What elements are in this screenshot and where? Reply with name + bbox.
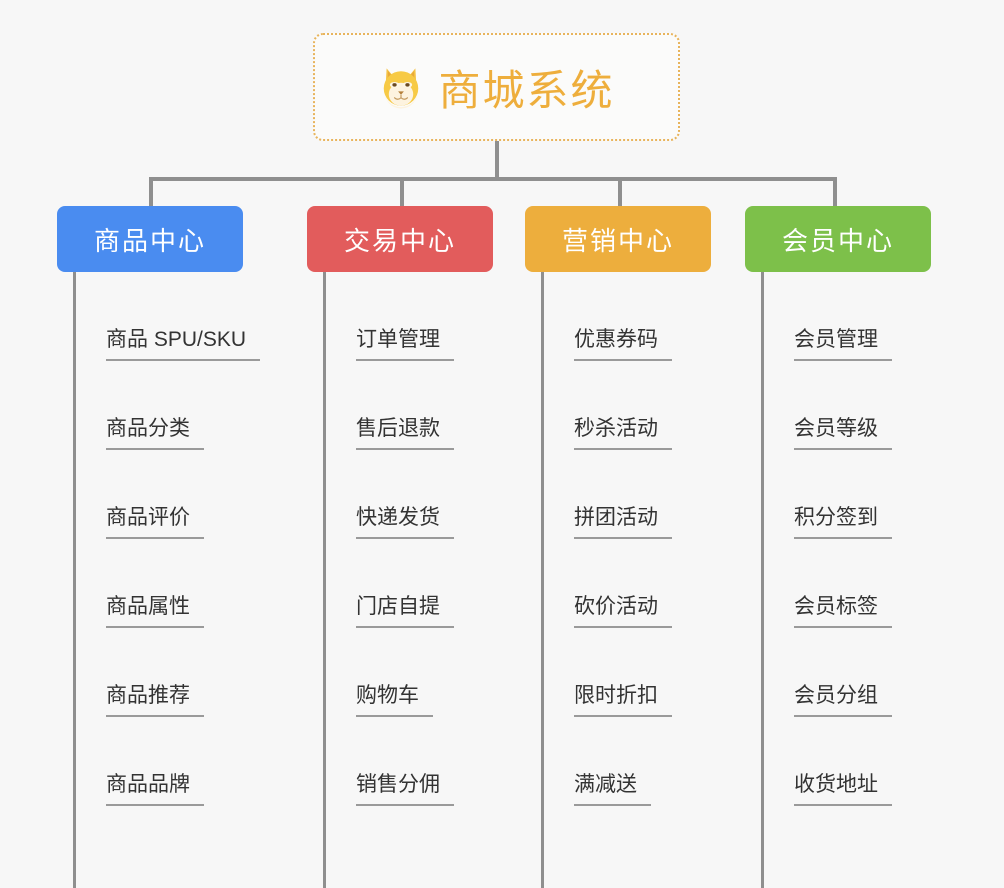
mindmap-canvas: 商城系统 商品中心 商品 SPU/SKU 商品分类 商品评价 商品属性 商品推荐… <box>57 33 931 888</box>
leaf-label: 商品分类 <box>106 416 204 450</box>
branch-body: 会员管理 会员等级 积分签到 会员标签 会员分组 收货地址 <box>745 272 931 888</box>
leaf-label: 商品品牌 <box>106 772 204 806</box>
branch-body: 商品 SPU/SKU 商品分类 商品评价 商品属性 商品推荐 商品品牌 <box>57 272 261 888</box>
connector-horizontal-bus <box>149 177 837 181</box>
root-title: 商城系统 <box>438 66 615 114</box>
leaf-label: 会员标签 <box>794 594 892 628</box>
branch-spine <box>541 272 544 888</box>
leaf-label: 商品评价 <box>106 505 204 539</box>
leaf-label: 满减送 <box>574 772 651 806</box>
branch-column-member-center: 会员中心 会员管理 会员等级 积分签到 会员标签 会员分组 收货地址 <box>745 206 931 888</box>
leaf-item[interactable]: 售后退款 <box>323 361 493 450</box>
leaf-label: 会员分组 <box>794 683 892 717</box>
leaf-label: 门店自提 <box>356 594 454 628</box>
branch-column-marketing-center: 营销中心 优惠券码 秒杀活动 拼团活动 砍价活动 限时折扣 满减送 <box>525 206 711 888</box>
leaf-item[interactable]: 拼团活动 <box>541 450 711 539</box>
leaf-item[interactable]: 积分签到 <box>761 450 931 539</box>
leaf-item[interactable]: 商品品牌 <box>73 717 260 806</box>
connector-drop-branch-1 <box>149 177 153 208</box>
branch-column-product-center: 商品中心 商品 SPU/SKU 商品分类 商品评价 商品属性 商品推荐 商品品牌 <box>57 206 261 888</box>
leaf-item[interactable]: 满减送 <box>541 717 711 806</box>
leaf-item[interactable]: 限时折扣 <box>541 628 711 717</box>
branch-spine <box>323 272 326 888</box>
leaf-label: 优惠券码 <box>574 327 672 361</box>
leaf-label: 售后退款 <box>356 416 454 450</box>
branch-title: 商品中心 <box>93 225 206 256</box>
leaf-item[interactable]: 商品分类 <box>73 361 260 450</box>
leaf-item[interactable]: 优惠券码 <box>541 272 711 361</box>
leaf-item[interactable]: 快递发货 <box>323 450 493 539</box>
leaf-item[interactable]: 订单管理 <box>323 272 493 361</box>
leaf-label: 商品属性 <box>106 594 204 628</box>
leaf-item[interactable]: 收货地址 <box>761 717 931 806</box>
leaf-item[interactable]: 会员标签 <box>761 539 931 628</box>
branch-body: 订单管理 售后退款 快递发货 门店自提 购物车 销售分佣 <box>307 272 493 888</box>
branch-header-product-center[interactable]: 商品中心 <box>57 206 243 272</box>
root-node[interactable]: 商城系统 <box>313 33 680 141</box>
leaf-item[interactable]: 商品评价 <box>73 450 260 539</box>
leaf-label: 会员管理 <box>794 327 892 361</box>
leaf-label: 销售分佣 <box>356 772 454 806</box>
leaf-item[interactable]: 商品推荐 <box>73 628 260 717</box>
branch-title: 会员中心 <box>781 225 894 256</box>
connector-drop-branch-4 <box>833 177 837 208</box>
branch-header-trade-center[interactable]: 交易中心 <box>307 206 493 272</box>
branch-body: 优惠券码 秒杀活动 拼团活动 砍价活动 限时折扣 满减送 <box>525 272 711 888</box>
leaf-item[interactable]: 商品 SPU/SKU <box>73 272 261 361</box>
branch-column-trade-center: 交易中心 订单管理 售后退款 快递发货 门店自提 购物车 销售分佣 <box>307 206 493 888</box>
leaf-item[interactable]: 会员分组 <box>761 628 931 717</box>
leaf-label: 商品 SPU/SKU <box>106 327 261 361</box>
connector-drop-branch-2 <box>400 177 404 208</box>
leaf-label: 购物车 <box>356 683 433 717</box>
leaf-label: 会员等级 <box>794 416 892 450</box>
leaf-label: 商品推荐 <box>106 683 204 717</box>
leaf-label: 收货地址 <box>794 772 892 806</box>
leaf-item[interactable]: 门店自提 <box>323 539 493 628</box>
leaf-item[interactable]: 商品属性 <box>73 539 260 628</box>
branch-title: 营销中心 <box>561 225 674 256</box>
leaf-item[interactable]: 会员管理 <box>761 272 931 361</box>
branch-header-member-center[interactable]: 会员中心 <box>745 206 931 272</box>
leaf-label: 砍价活动 <box>574 594 672 628</box>
leaf-label: 秒杀活动 <box>574 416 672 450</box>
leaf-item[interactable]: 秒杀活动 <box>541 361 711 450</box>
branch-spine <box>73 272 76 888</box>
branch-spine <box>761 272 764 888</box>
leaf-item[interactable]: 会员等级 <box>761 361 931 450</box>
shiba-dog-face-icon <box>378 64 424 110</box>
leaf-item[interactable]: 购物车 <box>323 628 493 717</box>
leaf-label: 积分签到 <box>794 505 892 539</box>
leaf-item[interactable]: 砍价活动 <box>541 539 711 628</box>
leaf-label: 订单管理 <box>356 327 454 361</box>
connector-root-stem <box>495 141 499 179</box>
connector-drop-branch-3 <box>618 177 622 208</box>
leaf-label: 拼团活动 <box>574 505 672 539</box>
branch-title: 交易中心 <box>343 225 456 256</box>
leaf-item[interactable]: 销售分佣 <box>323 717 493 806</box>
leaf-label: 快递发货 <box>356 505 454 539</box>
branch-header-marketing-center[interactable]: 营销中心 <box>525 206 711 272</box>
leaf-label: 限时折扣 <box>574 683 672 717</box>
